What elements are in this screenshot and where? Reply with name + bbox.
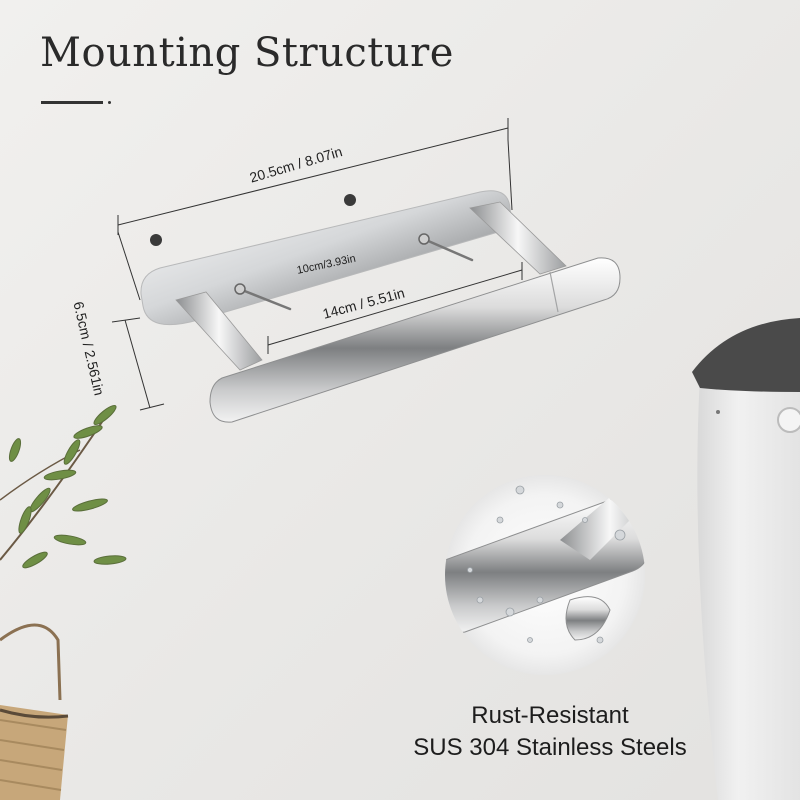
water-drop-icon bbox=[467, 485, 626, 644]
caption-line-1: Rust-Resistant bbox=[471, 702, 629, 729]
title-dot bbox=[108, 101, 111, 104]
mounting-plate bbox=[140, 190, 513, 326]
plant-decor bbox=[0, 404, 127, 569]
page-title: Mounting Structure bbox=[40, 30, 454, 76]
basket-decor bbox=[0, 623, 69, 800]
material-caption: Rust-Resistant SUS 304 Stainless Steels bbox=[380, 700, 720, 764]
holder-bar bbox=[209, 257, 621, 423]
screw-icon bbox=[234, 233, 474, 311]
holder-arms bbox=[175, 201, 567, 371]
toilet-decor bbox=[692, 318, 800, 800]
title-underline bbox=[41, 101, 103, 104]
material-detail-closeup bbox=[445, 475, 645, 675]
caption-line-2: SUS 304 Stainless Steels bbox=[413, 734, 687, 761]
